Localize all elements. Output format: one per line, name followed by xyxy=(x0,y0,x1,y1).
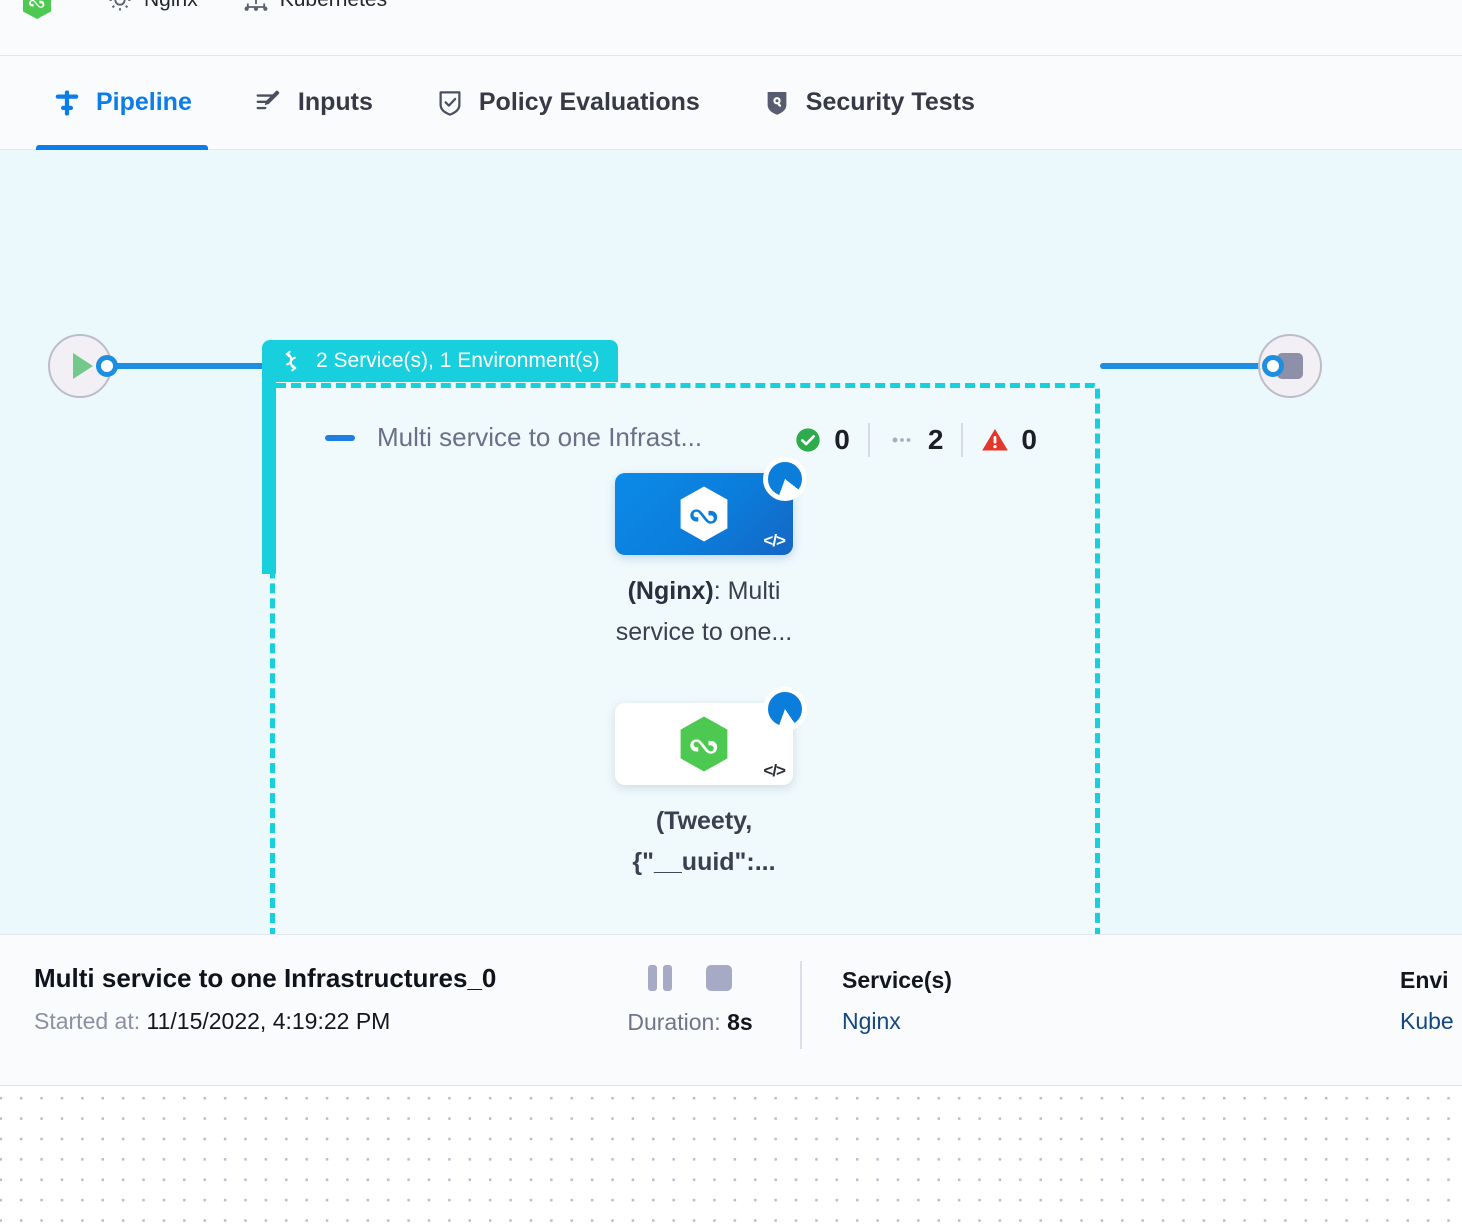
matrix-group-box[interactable]: Multi service to one Infrast... 0 xyxy=(270,383,1100,934)
tab-pipeline[interactable]: Pipeline xyxy=(36,56,208,150)
status-divider xyxy=(867,423,870,457)
page-title: Multi service to one Infrastructures_0 xyxy=(34,963,497,993)
stage-node-nginx[interactable]: </> (Nginx): Multi service to one... xyxy=(589,457,819,654)
breadcrumb-item-service-label: Nginx xyxy=(144,0,198,12)
stage-card[interactable]: </> xyxy=(615,687,807,785)
status-running-count: 2 xyxy=(927,424,944,455)
breadcrumb-item-environment[interactable]: Kubernetes xyxy=(242,0,387,14)
gear-icon xyxy=(106,0,134,14)
pipeline-canvas[interactable]: 2 Service(s), 1 Environment(s) Multi ser… xyxy=(0,150,1462,934)
tab-policy-evaluations[interactable]: Policy Evaluations xyxy=(419,56,716,150)
running-spinner-icon xyxy=(763,687,807,731)
stage-node-nginx-desc: : Multi service to one... xyxy=(615,577,793,647)
status-running: 2 xyxy=(870,424,962,456)
minus-collapse-icon[interactable] xyxy=(325,434,355,441)
running-dots-icon xyxy=(888,426,916,454)
group-status-counts: 0 2 xyxy=(794,420,1037,460)
harness-hex-white-icon xyxy=(678,485,730,543)
duration-label: Duration: xyxy=(627,1009,721,1035)
started-at-label: Started at: xyxy=(34,1008,141,1034)
status-failed: 0 xyxy=(963,424,1037,456)
matrix-group-badge[interactable]: 2 Service(s), 1 Environment(s) xyxy=(262,340,618,382)
harness-hex-green-icon xyxy=(678,715,730,773)
environments-column: Envi Kube xyxy=(1400,935,1462,1035)
shield-check-icon xyxy=(435,88,465,118)
services-column: Service(s) Nginx xyxy=(802,935,952,1035)
connector-start-to-group xyxy=(108,363,278,369)
pause-icon[interactable] xyxy=(648,965,672,991)
execution-tabs: Pipeline Inputs Policy Evaluations xyxy=(0,56,1462,150)
stage-node-nginx-label: (Nginx): Multi service to one... xyxy=(589,571,819,654)
group-header[interactable]: Multi service to one Infrast... xyxy=(325,422,702,453)
shield-scan-icon xyxy=(762,88,792,118)
services-heading: Service(s) xyxy=(842,967,952,993)
tab-security-tests-label: Security Tests xyxy=(805,88,975,116)
breadcrumb: Nginx Kubernetes xyxy=(0,0,1462,56)
detail-divider xyxy=(800,961,802,1049)
duration: Duration: 8s xyxy=(627,1009,752,1036)
success-check-icon xyxy=(794,426,822,454)
breadcrumb-item-project[interactable] xyxy=(22,0,62,19)
execution-detail-panel: Multi service to one Infrastructures_0 S… xyxy=(0,934,1462,1086)
status-success: 0 xyxy=(794,424,868,456)
stage-card[interactable]: </> xyxy=(615,457,807,555)
group-title: Multi service to one Infrast... xyxy=(377,422,703,452)
stop-icon[interactable] xyxy=(706,965,732,991)
tab-inputs-label: Inputs xyxy=(297,88,373,116)
stage-node-nginx-name: (Nginx) xyxy=(627,577,714,605)
detail-summary: Multi service to one Infrastructures_0 S… xyxy=(0,935,580,1035)
running-spinner-icon xyxy=(763,457,807,501)
environments-value[interactable]: Kube xyxy=(1400,1008,1454,1034)
execution-controls: Duration: 8s xyxy=(580,935,800,1036)
play-icon xyxy=(73,353,93,379)
stage-node-tweety[interactable]: </> (Tweety, {"__uuid":... xyxy=(589,687,819,884)
services-value[interactable]: Nginx xyxy=(842,1008,901,1034)
matrix-group-badge-label: 2 Service(s), 1 Environment(s) xyxy=(316,349,600,372)
started-at: Started at: 11/15/2022, 4:19:22 PM xyxy=(34,1008,580,1035)
started-at-value: 11/15/2022, 4:19:22 PM xyxy=(146,1008,391,1034)
status-divider-2 xyxy=(961,423,964,457)
kubernetes-icon xyxy=(242,0,270,14)
canvas-dot-grid xyxy=(0,1086,1462,1228)
group-accent-bar xyxy=(262,376,276,574)
stage-node-tweety-label: (Tweety, {"__uuid":... xyxy=(632,807,776,877)
end-node-port[interactable] xyxy=(1262,355,1284,377)
breadcrumb-item-environment-label: Kubernetes xyxy=(280,0,387,12)
control-buttons xyxy=(648,961,732,995)
status-success-count: 0 xyxy=(834,424,850,455)
tab-inputs[interactable]: Inputs xyxy=(238,56,389,150)
environments-heading: Envi xyxy=(1400,967,1449,993)
status-failed-count: 0 xyxy=(1021,424,1037,455)
connector-group-to-end xyxy=(1100,363,1272,369)
tab-pipeline-label: Pipeline xyxy=(96,88,192,116)
start-node-port[interactable] xyxy=(96,355,118,377)
code-brackets-icon[interactable]: </> xyxy=(763,761,786,780)
inputs-edit-icon xyxy=(254,88,284,118)
loop-matrix-icon xyxy=(278,348,304,374)
failed-warning-icon xyxy=(981,426,1009,454)
code-brackets-icon[interactable]: </> xyxy=(763,531,786,550)
breadcrumb-item-service[interactable]: Nginx xyxy=(106,0,198,14)
pipeline-icon xyxy=(52,88,82,118)
tab-policy-evaluations-label: Policy Evaluations xyxy=(478,88,700,116)
harness-hex-icon xyxy=(22,0,52,19)
duration-value: 8s xyxy=(727,1009,753,1035)
tab-security-tests[interactable]: Security Tests xyxy=(746,56,991,150)
